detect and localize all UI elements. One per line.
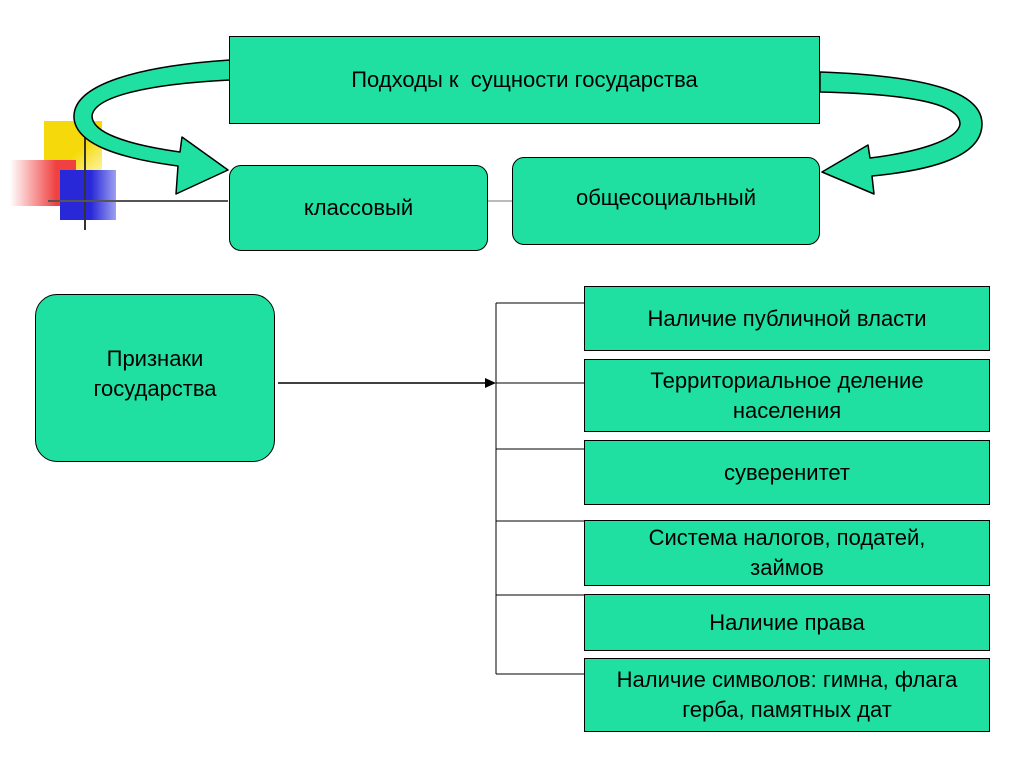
approach-social-label: общесоциальный [575, 185, 757, 210]
approaches-title: Подходы к сущности государства [351, 67, 698, 92]
curved-arrow-left [73, 59, 231, 195]
approach-social-box: общесоциальный [512, 157, 820, 245]
features-heading-box: Признаки государства [35, 294, 275, 462]
feature-label: Система налогов, податей, займов [648, 525, 926, 580]
feature-label: Наличие права [709, 609, 865, 635]
feature-box-sovereignty: суверенитет [584, 440, 990, 505]
decor-divider-right [488, 200, 512, 202]
decor-horizontal-line [48, 200, 228, 202]
feature-label: суверенитет [724, 459, 850, 485]
feature-box-law: Наличие права [584, 594, 990, 651]
feature-label: Наличие символов: гимна, флага герба, па… [616, 667, 958, 722]
curved-arrow-right [819, 71, 983, 195]
approaches-title-box: Подходы к сущности государства [229, 36, 820, 124]
feature-label: Наличие публичной власти [647, 305, 927, 331]
features-arrowhead [485, 378, 496, 388]
approach-class-box: классовый [229, 165, 488, 251]
features-heading: Признаки государства [93, 346, 217, 401]
feature-box-public-power: Наличие публичной власти [584, 286, 990, 351]
decor-vertical-line [84, 112, 86, 230]
feature-label: Территориальное деление населения [650, 367, 924, 423]
approach-class-label: классовый [303, 195, 414, 220]
feature-box-territorial: Территориальное деление населения [584, 359, 990, 432]
feature-box-taxes: Система налогов, податей, займов [584, 520, 990, 586]
feature-box-symbols: Наличие символов: гимна, флага герба, па… [584, 658, 990, 732]
decor-blue-square [60, 170, 116, 220]
